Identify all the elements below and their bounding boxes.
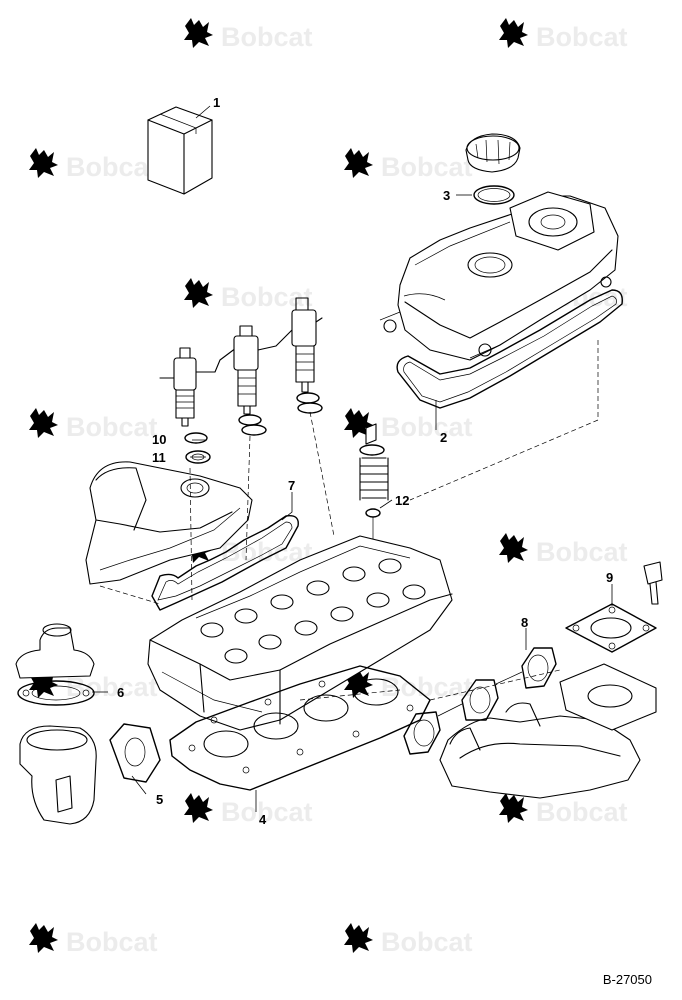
callout-5: 5: [156, 792, 163, 807]
head-port: [270, 594, 294, 610]
callout-1: 1: [213, 95, 220, 110]
watermark-text: Bobcat: [66, 152, 158, 182]
part-7-intake-manifold-gasket: [151, 515, 299, 611]
watermark-text: Bobcat: [66, 672, 158, 702]
head-port: [200, 622, 224, 638]
callout-3: 3: [443, 188, 450, 203]
exhaust-manifold: [439, 663, 657, 799]
watermark-text: Bobcat: [381, 412, 473, 442]
gasket-bore: [203, 730, 249, 758]
cylinder-head: [147, 535, 453, 731]
gasket-bolt-hole: [406, 704, 414, 712]
watermark-text: Bobcat: [221, 282, 313, 312]
intake-manifold: [85, 461, 253, 585]
watermark-text: Bobcat: [381, 927, 473, 957]
gasket-bolt-hole: [318, 680, 326, 688]
water-outlet: [15, 623, 95, 706]
bobcat-logo-icon: [499, 18, 528, 48]
head-port: [366, 592, 390, 608]
watermark-text: Bobcat: [221, 22, 313, 52]
callout-labels: 1 2 3 4 5 6 7 8 9 10 11 12: [117, 95, 613, 827]
bobcat-logo-icon: [344, 923, 373, 953]
bobcat-logo-icon: [184, 18, 213, 48]
watermark-text: Bobcat: [66, 412, 158, 442]
part-1-gasket-kit-box: [147, 106, 213, 195]
head-port: [258, 634, 282, 650]
head-port: [224, 648, 248, 664]
watermark-text: Bobcat: [536, 537, 628, 567]
gasket-bolt-hole: [188, 744, 196, 752]
bobcat-logo-icon: [184, 278, 213, 308]
part-3-filler-cap: [465, 133, 521, 205]
bobcat-logo-icon: [29, 408, 58, 438]
gasket-bore: [353, 678, 399, 706]
watermark-text: Bobcat: [381, 152, 473, 182]
gasket-bore: [303, 694, 349, 722]
part-9-exhaust-flange-gasket: [565, 561, 663, 653]
head-port: [378, 558, 402, 574]
callout-12: 12: [395, 493, 409, 508]
gasket-bolt-hole: [210, 716, 218, 724]
part-10-11-injector-seals: [184, 392, 323, 464]
callout-10: 10: [152, 432, 166, 447]
callout-4: 4: [259, 812, 267, 827]
leader-lines: [92, 105, 613, 812]
head-port: [234, 608, 258, 624]
gasket-bolt-hole: [242, 766, 250, 774]
callout-11: 11: [152, 450, 166, 465]
callout-9: 9: [606, 570, 613, 585]
head-port: [342, 566, 366, 582]
gasket-bore: [253, 712, 299, 740]
head-port: [402, 584, 426, 600]
head-port: [330, 606, 354, 622]
bobcat-logo-icon: [29, 923, 58, 953]
head-port: [294, 620, 318, 636]
bobcat-logo-icon: [344, 148, 373, 178]
thermostat-housing: [19, 723, 161, 825]
part-4-cylinder-head-gasket: [169, 665, 431, 791]
bobcat-logo-icon: [184, 793, 213, 823]
watermark-text: Bobcat: [536, 22, 628, 52]
figure-id: B-27050: [602, 972, 652, 987]
watermark-text: Bobcat: [66, 927, 158, 957]
gasket-bolt-hole: [296, 748, 304, 756]
gasket-bolt-hole: [264, 698, 272, 706]
bobcat-logo-icon: [499, 793, 528, 823]
valve-cover: [379, 191, 619, 361]
part-2-valve-cover-gasket: [396, 289, 623, 409]
bobcat-logo-icon: [29, 148, 58, 178]
gasket-bolt-hole: [352, 730, 360, 738]
callout-7: 7: [288, 478, 295, 493]
bobcat-logo-icon: [499, 533, 528, 563]
callout-8: 8: [521, 615, 528, 630]
head-port: [306, 580, 330, 596]
part-8-exhaust-manifold-gasket: [403, 647, 557, 755]
fuel-injectors: [159, 297, 323, 427]
watermark-text: Bobcat: [536, 797, 628, 827]
callout-6: 6: [117, 685, 124, 700]
callout-2: 2: [440, 430, 447, 445]
watermark-text: Bobcat: [221, 797, 313, 827]
